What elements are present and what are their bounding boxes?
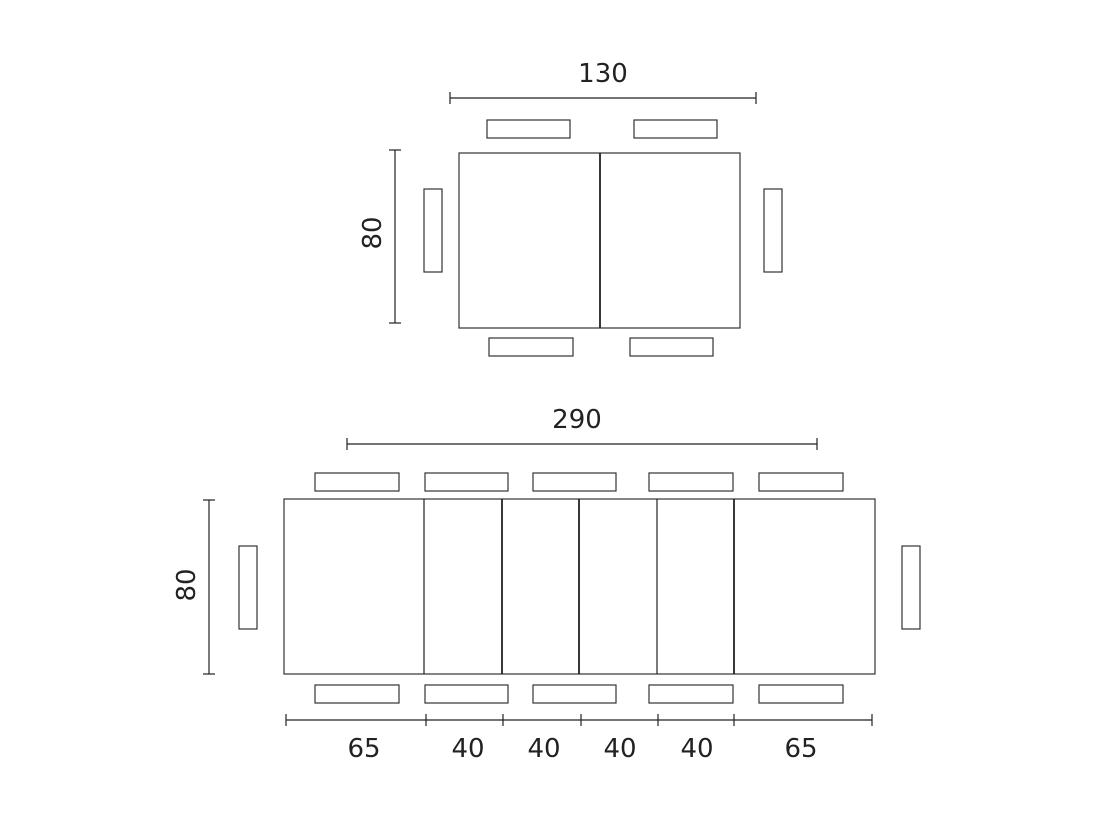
chair <box>424 684 509 704</box>
chair <box>629 337 714 357</box>
extended-table-group: 290 80 <box>172 405 921 764</box>
chair <box>758 684 844 704</box>
segment-label: 40 <box>680 734 713 764</box>
closed-depth-label: 80 <box>358 216 388 249</box>
closed-depth-dimension <box>389 149 401 324</box>
segment-label: 40 <box>527 734 560 764</box>
chair <box>633 119 718 139</box>
closed-width-label: 130 <box>578 59 628 89</box>
closed-table-group: 130 80 <box>358 59 783 357</box>
segment-dimension-line <box>285 714 873 726</box>
chair <box>486 119 571 139</box>
extended-width-dimension <box>346 438 818 450</box>
closed-width-dimension <box>449 92 757 104</box>
chair <box>424 472 509 492</box>
chair <box>648 684 734 704</box>
segment-label: 40 <box>451 734 484 764</box>
chair <box>238 545 258 630</box>
chair <box>901 545 921 630</box>
segment-label: 65 <box>784 734 817 764</box>
extended-width-label: 290 <box>552 405 602 435</box>
chair <box>763 188 783 273</box>
segment-label: 65 <box>347 734 380 764</box>
extended-depth-dimension <box>203 499 215 675</box>
chair <box>532 684 617 704</box>
chair <box>758 472 844 492</box>
chair <box>423 188 443 273</box>
extended-depth-label: 80 <box>172 568 202 601</box>
segment-label: 40 <box>603 734 636 764</box>
chair <box>314 684 400 704</box>
chair <box>648 472 734 492</box>
chair <box>488 337 574 357</box>
chair <box>314 472 400 492</box>
chair <box>532 472 617 492</box>
